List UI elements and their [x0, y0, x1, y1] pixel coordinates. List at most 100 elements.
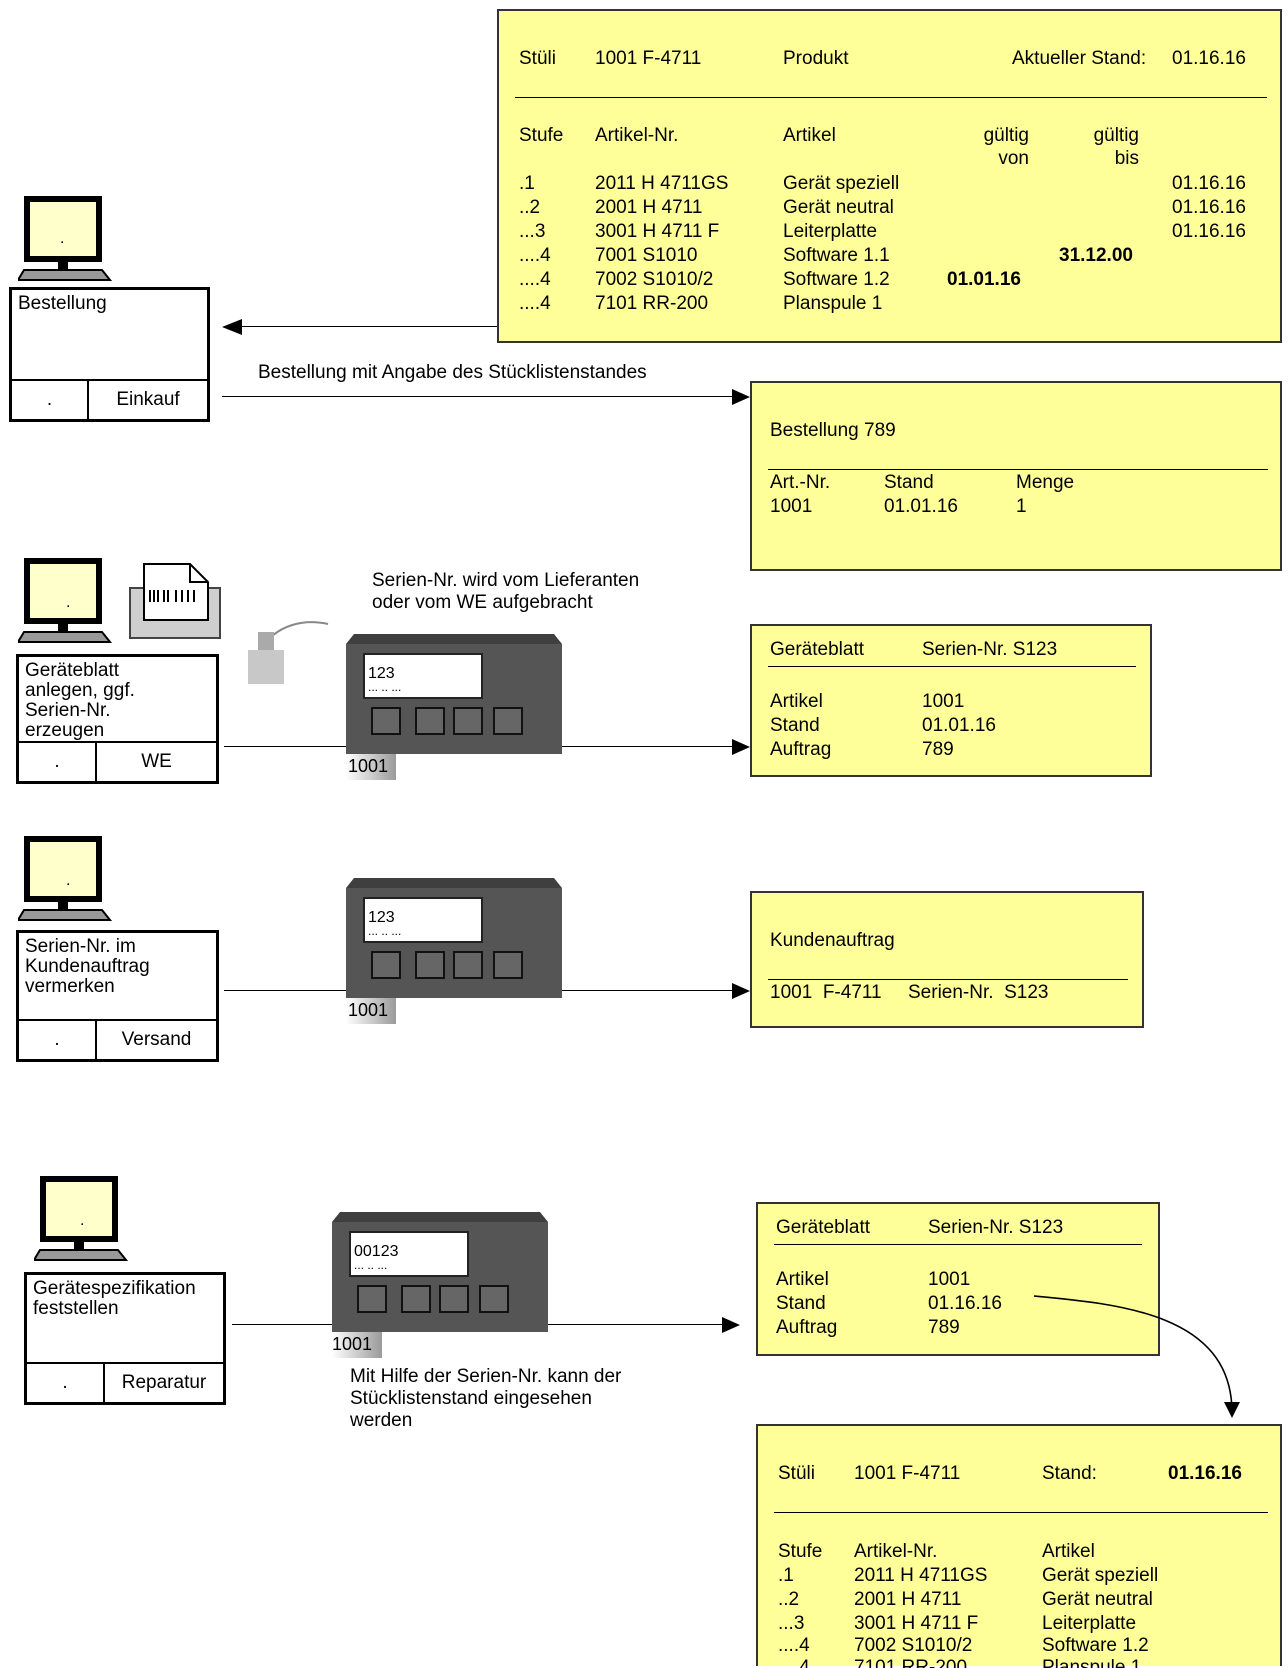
row-stufe: ..2 [778, 1589, 800, 1610]
bestellung-art-nr: 1001 [770, 496, 813, 517]
geraeteblatt-value: 789 [928, 1317, 960, 1338]
col-art-nr: Art.-Nr. [770, 472, 831, 493]
geraeteblatt-key: Stand [776, 1293, 826, 1314]
row-artikel: Leiterplatte [1042, 1613, 1137, 1634]
bestellung-title: Bestellung 789 [770, 420, 896, 441]
row-artikel: Planspule 1 [783, 293, 883, 314]
stueli-product-id: 1001 F-4711 [595, 48, 702, 69]
bestellung-divider [768, 469, 1268, 470]
stueli-label: Stüli [778, 1463, 815, 1484]
row-stufe: .1 [778, 1565, 794, 1586]
station-versand[interactable]: Serien-Nr. im Kundenauftrag vermerken . … [16, 930, 219, 1062]
row-artikel-nr: 7002 S1010/2 [854, 1635, 973, 1656]
note-serien-nr: Serien-Nr. wird vom Lieferanten oder vom… [372, 570, 640, 613]
geraeteblatt-key: Auftrag [770, 739, 832, 760]
stueli-product-id: 1001 F-4711 [854, 1463, 961, 1484]
computer-screen-dot: . [66, 594, 71, 611]
stueli-stand-label: Stand: [1042, 1463, 1097, 1484]
arrowhead-left-icon [222, 319, 242, 335]
station-title: Bestellung [18, 293, 107, 314]
arrowhead-right-icon [722, 1317, 740, 1333]
col-artikel-nr: Artikel-Nr. [854, 1541, 938, 1562]
row-stufe: .1 [519, 173, 535, 194]
col-stufe: Stufe [778, 1541, 823, 1562]
geraeteblatt-value: 1001 [928, 1269, 971, 1290]
col-artikel: Artikel [783, 125, 836, 146]
stueli-aktueller-stand-value: 01.16.16 [1172, 48, 1246, 69]
row-artikel-nr: 2001 H 4711 [595, 197, 703, 218]
station-reparatur[interactable]: Gerätespezifikation feststellen . Repara… [24, 1272, 226, 1405]
row-artikel-nr: 7101 RR-200 [595, 293, 709, 314]
row-stufe: ....4 [519, 245, 551, 266]
row-artikel: Leiterplatte [783, 221, 878, 242]
device-tag: 1001 [348, 1000, 389, 1020]
stueli-bottom-panel: Stüli 1001 F-4711 Stand: 01.16.16 Stufe … [756, 1424, 1282, 1668]
row-artikel: Software 1.1 [783, 245, 890, 266]
station-label: WE [141, 751, 172, 772]
kundenauftrag-panel: Kundenauftrag 1001 F-4711 Serien-Nr. S12… [750, 891, 1144, 1028]
stueli-divider [774, 1512, 1268, 1513]
device-display-dots: ... .. ... [368, 924, 402, 938]
geraeteblatt-divider [768, 666, 1136, 667]
geraeteblatt-key: Auftrag [776, 1317, 838, 1338]
station-label: Einkauf [116, 389, 180, 410]
device-tag: 1001 [348, 756, 389, 776]
row-artikel-nr: 7101 RR-200 [854, 1657, 968, 1668]
col-von: von [998, 148, 1029, 169]
geraeteblatt-panel: Geräteblatt Serien-Nr. S123 Artikel 1001… [750, 624, 1152, 777]
arrow-stueli-to-bestellung [240, 326, 497, 327]
col-artikel: Artikel [1042, 1541, 1095, 1562]
station-label: Reparatur [121, 1372, 207, 1393]
computer-screen-dot: . [80, 1212, 85, 1229]
geraeteblatt-key: Artikel [770, 691, 823, 712]
stueli-aktueller-stand-label: Aktueller Stand: [1012, 48, 1147, 69]
geraeteblatt-title: Geräteblatt [770, 639, 864, 660]
col-gueltig-von: gültig [983, 125, 1029, 146]
device-display: 123 [368, 909, 395, 926]
station-title: Serien-Nr. im Kundenauftrag vermerken [25, 936, 150, 997]
geraeteblatt-serien: Serien-Nr. S123 [922, 639, 1058, 660]
row-artikel: Gerät neutral [1042, 1589, 1153, 1610]
row-artikel-nr: 2011 H 4711GS [595, 173, 729, 194]
row-artikel: Software 1.2 [1042, 1635, 1149, 1656]
station-title: Gerätespezifikation feststellen [33, 1278, 196, 1319]
col-bis: bis [1114, 148, 1139, 169]
arrowhead-right-icon [732, 983, 750, 999]
col-stand: Stand [884, 472, 934, 493]
col-menge: Menge [1016, 472, 1075, 493]
stueli-label: Stüli [519, 48, 556, 69]
edge-label-bestellung: Bestellung mit Angabe des Stücklistensta… [258, 362, 647, 383]
geraeteblatt-serien: Serien-Nr. S123 [928, 1217, 1064, 1238]
computer-icon [18, 194, 122, 284]
col-artikel-nr: Artikel-Nr. [595, 125, 679, 146]
stueli-produkt-label: Produkt [783, 48, 849, 69]
row-artikel-nr: 7002 S1010/2 [595, 269, 714, 290]
row-gueltig-von: 01.01.16 [947, 269, 1021, 290]
computer-screen-dot: . [66, 872, 71, 889]
kundenauftrag-row: 1001 F-4711 Serien-Nr. S123 [770, 982, 1049, 1003]
geraeteblatt-key: Artikel [776, 1269, 829, 1290]
geraeteblatt-divider [774, 1244, 1142, 1245]
geraeteblatt-value: 01.01.16 [922, 715, 996, 736]
stueli-divider [515, 97, 1267, 98]
row-stufe: ....4 [519, 293, 551, 314]
row-stufe: ....4 [778, 1635, 810, 1656]
arrow-bestellung [222, 396, 740, 397]
row-stufe: ....4 [519, 269, 551, 290]
row-stufe: ...3 [519, 221, 546, 242]
row-stufe: ...3 [778, 1613, 805, 1634]
row-artikel: Software 1.2 [783, 269, 890, 290]
row-artikel: Gerät speziell [783, 173, 900, 194]
stueli-panel: Stüli 1001 F-4711 Produkt Aktueller Stan… [497, 9, 1282, 343]
row-artikel: Gerät speziell [1042, 1565, 1159, 1586]
printer-icon [129, 563, 221, 639]
station-dot: . [27, 1364, 105, 1402]
curved-arrow-icon [1033, 1295, 1240, 1418]
col-stufe: Stufe [519, 125, 564, 146]
device-tag: 1001 [332, 1334, 373, 1354]
bestellung-stand: 01.01.16 [884, 496, 958, 517]
computer-screen-dot: . [60, 230, 65, 247]
station-einkauf[interactable]: Bestellung . Einkauf [9, 287, 210, 422]
device-display: 123 [368, 665, 395, 682]
station-we[interactable]: Geräteblatt anlegen, ggf. Serien-Nr. erz… [16, 654, 219, 784]
